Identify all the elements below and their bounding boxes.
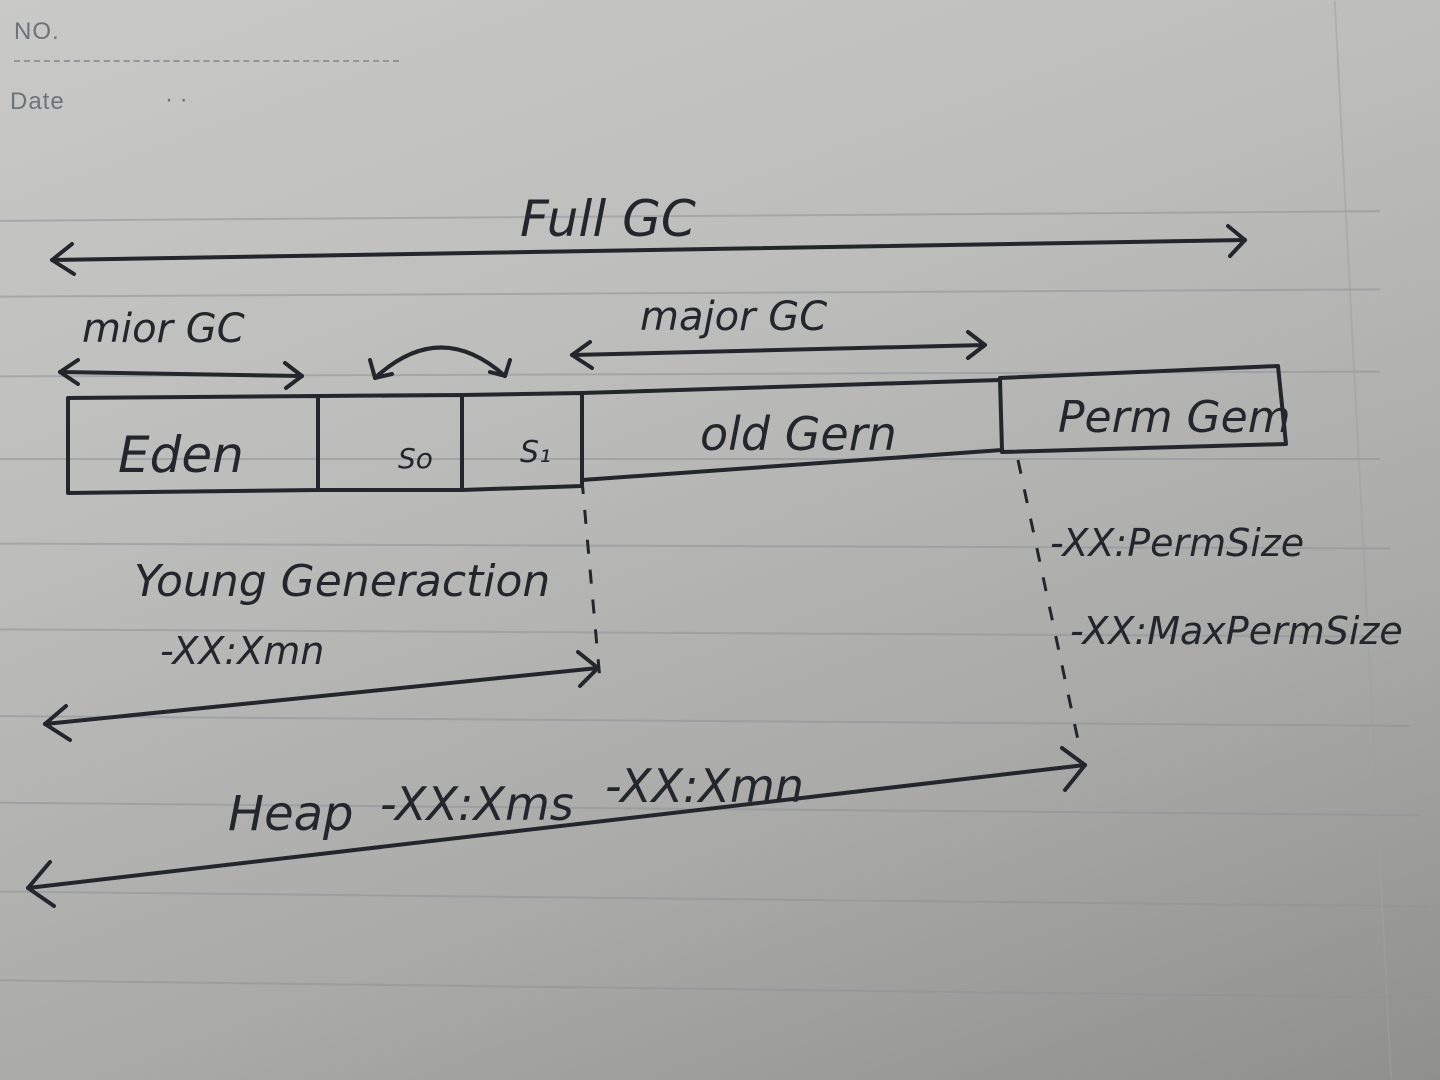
memory-regions-bar <box>66 364 1288 495</box>
heap-xms-flag: -XX:Xms <box>380 777 574 831</box>
perm-gen-label: Perm Gem <box>1058 392 1291 443</box>
perm-gen-region <box>998 364 1288 454</box>
full-gc-arrow <box>50 224 1247 276</box>
major-gc-arrow <box>570 330 987 370</box>
survivor-swap-arrow <box>368 345 512 380</box>
notebook-date-label: Date <box>10 88 65 115</box>
notebook-date-dots: · · <box>165 86 188 113</box>
minor-gc-arrow <box>58 358 304 390</box>
perm-size-flag: -XX:PermSize <box>1050 521 1304 565</box>
s1-region <box>460 391 584 492</box>
s0-region <box>316 393 464 492</box>
heap-xmn-flag: -XX:Xmn <box>605 759 804 813</box>
young-gen-boundary-dashed-line <box>580 479 602 681</box>
young-generation-flag: -XX:Xmn <box>160 629 324 673</box>
major-gc-label: major GC <box>640 294 827 340</box>
s1-label: S₁ <box>520 435 551 470</box>
full-gc-label: Full GC <box>520 190 696 248</box>
old-gen-region <box>580 378 1004 482</box>
max-perm-size-flag: -XX:MaxPermSize <box>1070 609 1403 653</box>
notebook-number-label: NO. <box>14 18 60 45</box>
notebook-number-underline <box>14 60 399 62</box>
heap-arrow <box>26 746 1087 908</box>
old-gen-label: old Gern <box>700 407 897 461</box>
perm-gen-boundary-dashed-line <box>1016 459 1080 741</box>
ruled-line <box>0 458 1380 460</box>
heap-label: Heap <box>228 786 354 842</box>
young-generation-label: Young Generaction <box>134 556 550 607</box>
minor-gc-label: mior GC <box>82 306 245 352</box>
eden-label: Eden <box>118 426 244 484</box>
young-generation-arrow <box>43 650 600 742</box>
s0-label: So <box>398 442 433 475</box>
